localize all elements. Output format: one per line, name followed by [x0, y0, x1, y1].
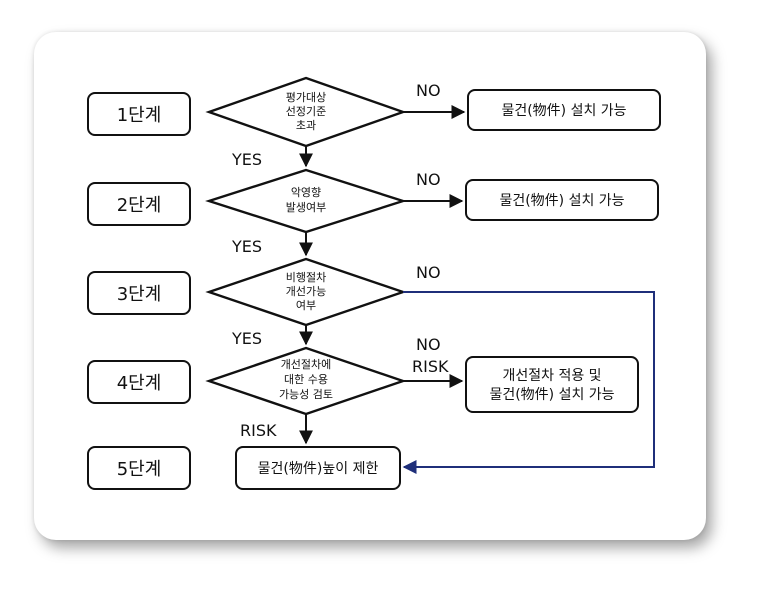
- edge-label-risk-4: RISK: [412, 357, 449, 376]
- stage-label: 4단계: [117, 373, 162, 394]
- stage-box-1: 1단계: [87, 92, 191, 136]
- stage-label: 1단계: [117, 105, 162, 126]
- edge-label-no-4: NO: [416, 335, 441, 354]
- outcome-text: 물건(物件)높이 제한: [258, 461, 379, 477]
- arrow-no-3-loop: [402, 291, 655, 474]
- stage-label: 3단계: [117, 284, 162, 305]
- outcome-text: 물건(物件) 설치 가능: [499, 193, 624, 209]
- decision-text: 선정기준: [286, 105, 326, 118]
- outcome-install-2: 물건(物件) 설치 가능: [465, 179, 659, 221]
- edge-label-yes-2: YES: [231, 237, 262, 256]
- outcome-text: 물건(物件) 설치 가능: [501, 103, 626, 119]
- decision-1: 평가대상 선정기준 초과: [205, 76, 407, 148]
- stage-box-3: 3단계: [87, 271, 191, 315]
- decision-text: 개선가능: [286, 285, 326, 298]
- decision-text: 대한 수용: [284, 373, 328, 386]
- edge-label-risk-down: RISK: [240, 421, 277, 440]
- outcome-improve-install: 개선절차 적용 및 물건(物件) 설치 가능: [465, 356, 639, 413]
- stage-box-4: 4단계: [87, 360, 191, 404]
- decision-text: 개선절차에: [281, 358, 332, 371]
- decision-4: 개선절차에 대한 수용 가능성 검토: [205, 346, 407, 416]
- edge-label-no-1: NO: [416, 81, 441, 100]
- decision-2: 악영향 발생여부: [205, 168, 407, 234]
- stage-box-2: 2단계: [87, 182, 191, 226]
- edge-label-yes-3: YES: [231, 329, 262, 348]
- edge-label-no-2: NO: [416, 170, 441, 189]
- decision-text: 악영향: [291, 186, 321, 199]
- decision-text: 여부: [296, 299, 316, 312]
- decision-3: 비행절차 개선가능 여부: [205, 257, 407, 327]
- decision-text: 초과: [296, 119, 316, 132]
- outcome-height-limit: 물건(物件)높이 제한: [235, 446, 401, 490]
- decision-text: 가능성 검토: [279, 388, 333, 401]
- decision-text: 평가대상: [286, 91, 326, 104]
- stage-label: 2단계: [117, 195, 162, 216]
- edge-label-no-3: NO: [416, 263, 441, 282]
- stage-box-5: 5단계: [87, 446, 191, 490]
- decision-text: 발생여부: [286, 201, 326, 214]
- outcome-text: 개선절차 적용 및: [502, 368, 601, 384]
- outcome-text: 물건(物件) 설치 가능: [489, 387, 614, 403]
- stage-label: 5단계: [117, 459, 162, 480]
- outcome-install-1: 물건(物件) 설치 가능: [467, 89, 661, 131]
- edge-label-yes-1: YES: [231, 150, 262, 169]
- decision-text: 비행절차: [286, 271, 326, 284]
